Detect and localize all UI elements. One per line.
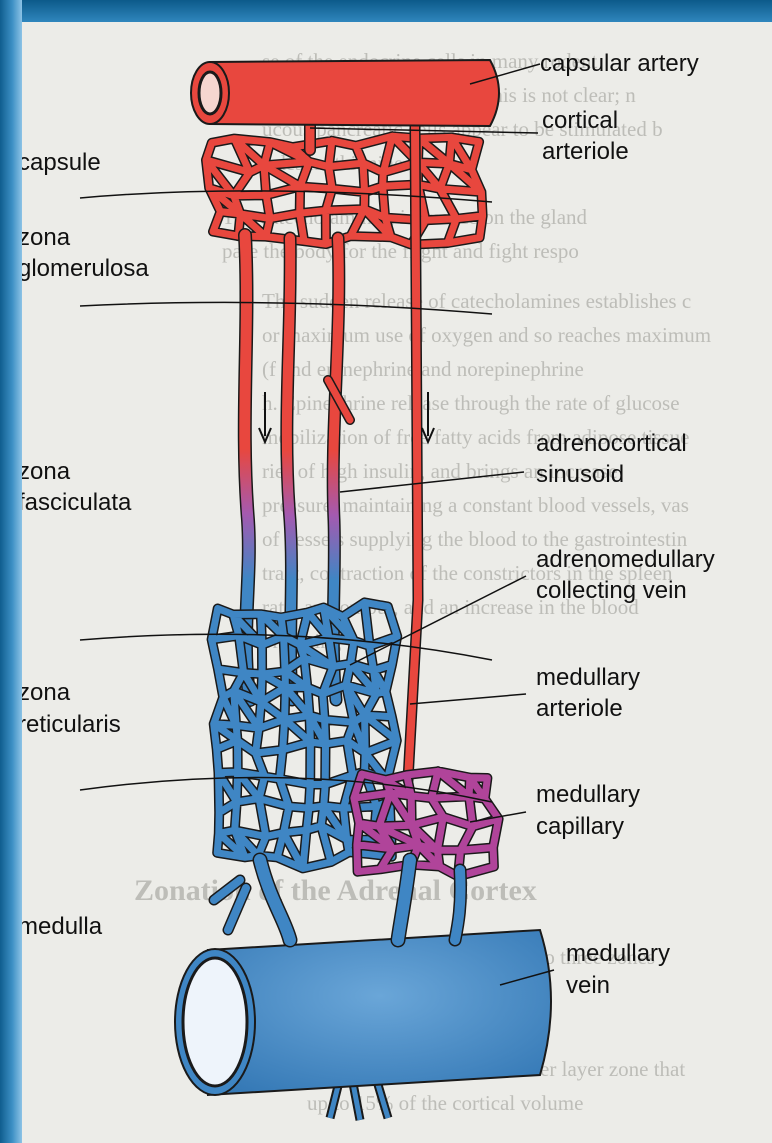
flow-arrow-right — [422, 392, 434, 442]
label-medullary-capillary-line1: medullary — [536, 779, 640, 810]
flow-arrow-left — [259, 392, 271, 442]
label-adrenocortical-sinusoid-line1: adrenocortical — [536, 428, 687, 459]
label-zona-glomerulosa-line1: zona — [22, 222, 70, 253]
label-adrenomedullary-vein-line2: collecting vein — [536, 575, 687, 606]
label-medullary-vein-line2: vein — [566, 970, 610, 1001]
label-zona-glomerulosa-line2: glomerulosa — [22, 253, 149, 284]
vessel-network — [206, 124, 499, 940]
textbook-page: se of the endocrine cells in many rodent… — [22, 22, 772, 1143]
medullary-vein-shape — [175, 930, 551, 1120]
label-zona-reticularis-line2: reticularis — [22, 709, 121, 740]
label-medullary-vein-line1: medullary — [566, 938, 670, 969]
label-medulla: medulla — [22, 911, 102, 942]
collecting-vein-far-right — [455, 870, 461, 940]
label-cortical-arteriole-line1: cortical — [542, 105, 618, 136]
capsular-artery-shape — [191, 60, 499, 126]
frame-top-border — [0, 0, 772, 22]
label-adrenocortical-sinusoid-line2: sinusoid — [536, 459, 624, 490]
label-zona-fasciculata-line2: fasciculata — [22, 487, 131, 518]
label-adrenomedullary-vein-line1: adrenomedullary — [536, 544, 715, 575]
label-capsular-artery: capsular artery — [540, 48, 699, 79]
label-medullary-arteriole-line2: arteriole — [536, 693, 623, 724]
label-capsule: capsule — [22, 147, 101, 178]
label-medullary-arteriole-line1: medullary — [536, 662, 640, 693]
label-cortical-arteriole-line2: arteriole — [542, 136, 629, 167]
frame-left-border — [0, 0, 22, 1143]
collecting-vein-right — [398, 860, 410, 940]
label-zona-fasciculata-line1: zona — [22, 456, 70, 487]
label-zona-reticularis-line1: zona — [22, 677, 70, 708]
label-medullary-capillary-line2: capillary — [536, 811, 624, 842]
collecting-vein-left — [260, 860, 290, 940]
